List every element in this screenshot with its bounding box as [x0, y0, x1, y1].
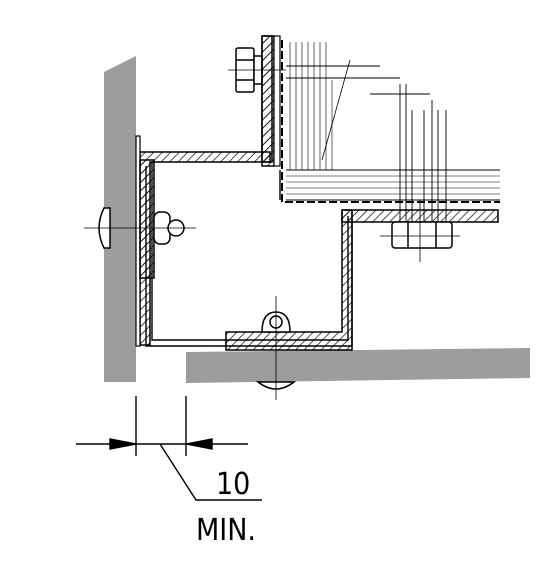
- dimension-value: 10: [216, 467, 250, 502]
- upper-panel-lines: [286, 42, 500, 232]
- dimension-annotation: [76, 396, 262, 501]
- floor-anchor-bolt: [255, 296, 297, 400]
- panel-dashed-outline: [281, 40, 500, 203]
- concrete-wall: [104, 56, 136, 382]
- dimension-qualifier: MIN.: [196, 513, 256, 548]
- right-nut: [391, 221, 453, 249]
- centre-lines: [380, 200, 460, 262]
- concrete-floor-slab: [186, 348, 530, 383]
- concrete-structure: [104, 56, 530, 383]
- wall-anchor-plate: [135, 135, 155, 347]
- sheet-channel: [145, 162, 353, 347]
- wall-anchor-bolt: [84, 207, 196, 249]
